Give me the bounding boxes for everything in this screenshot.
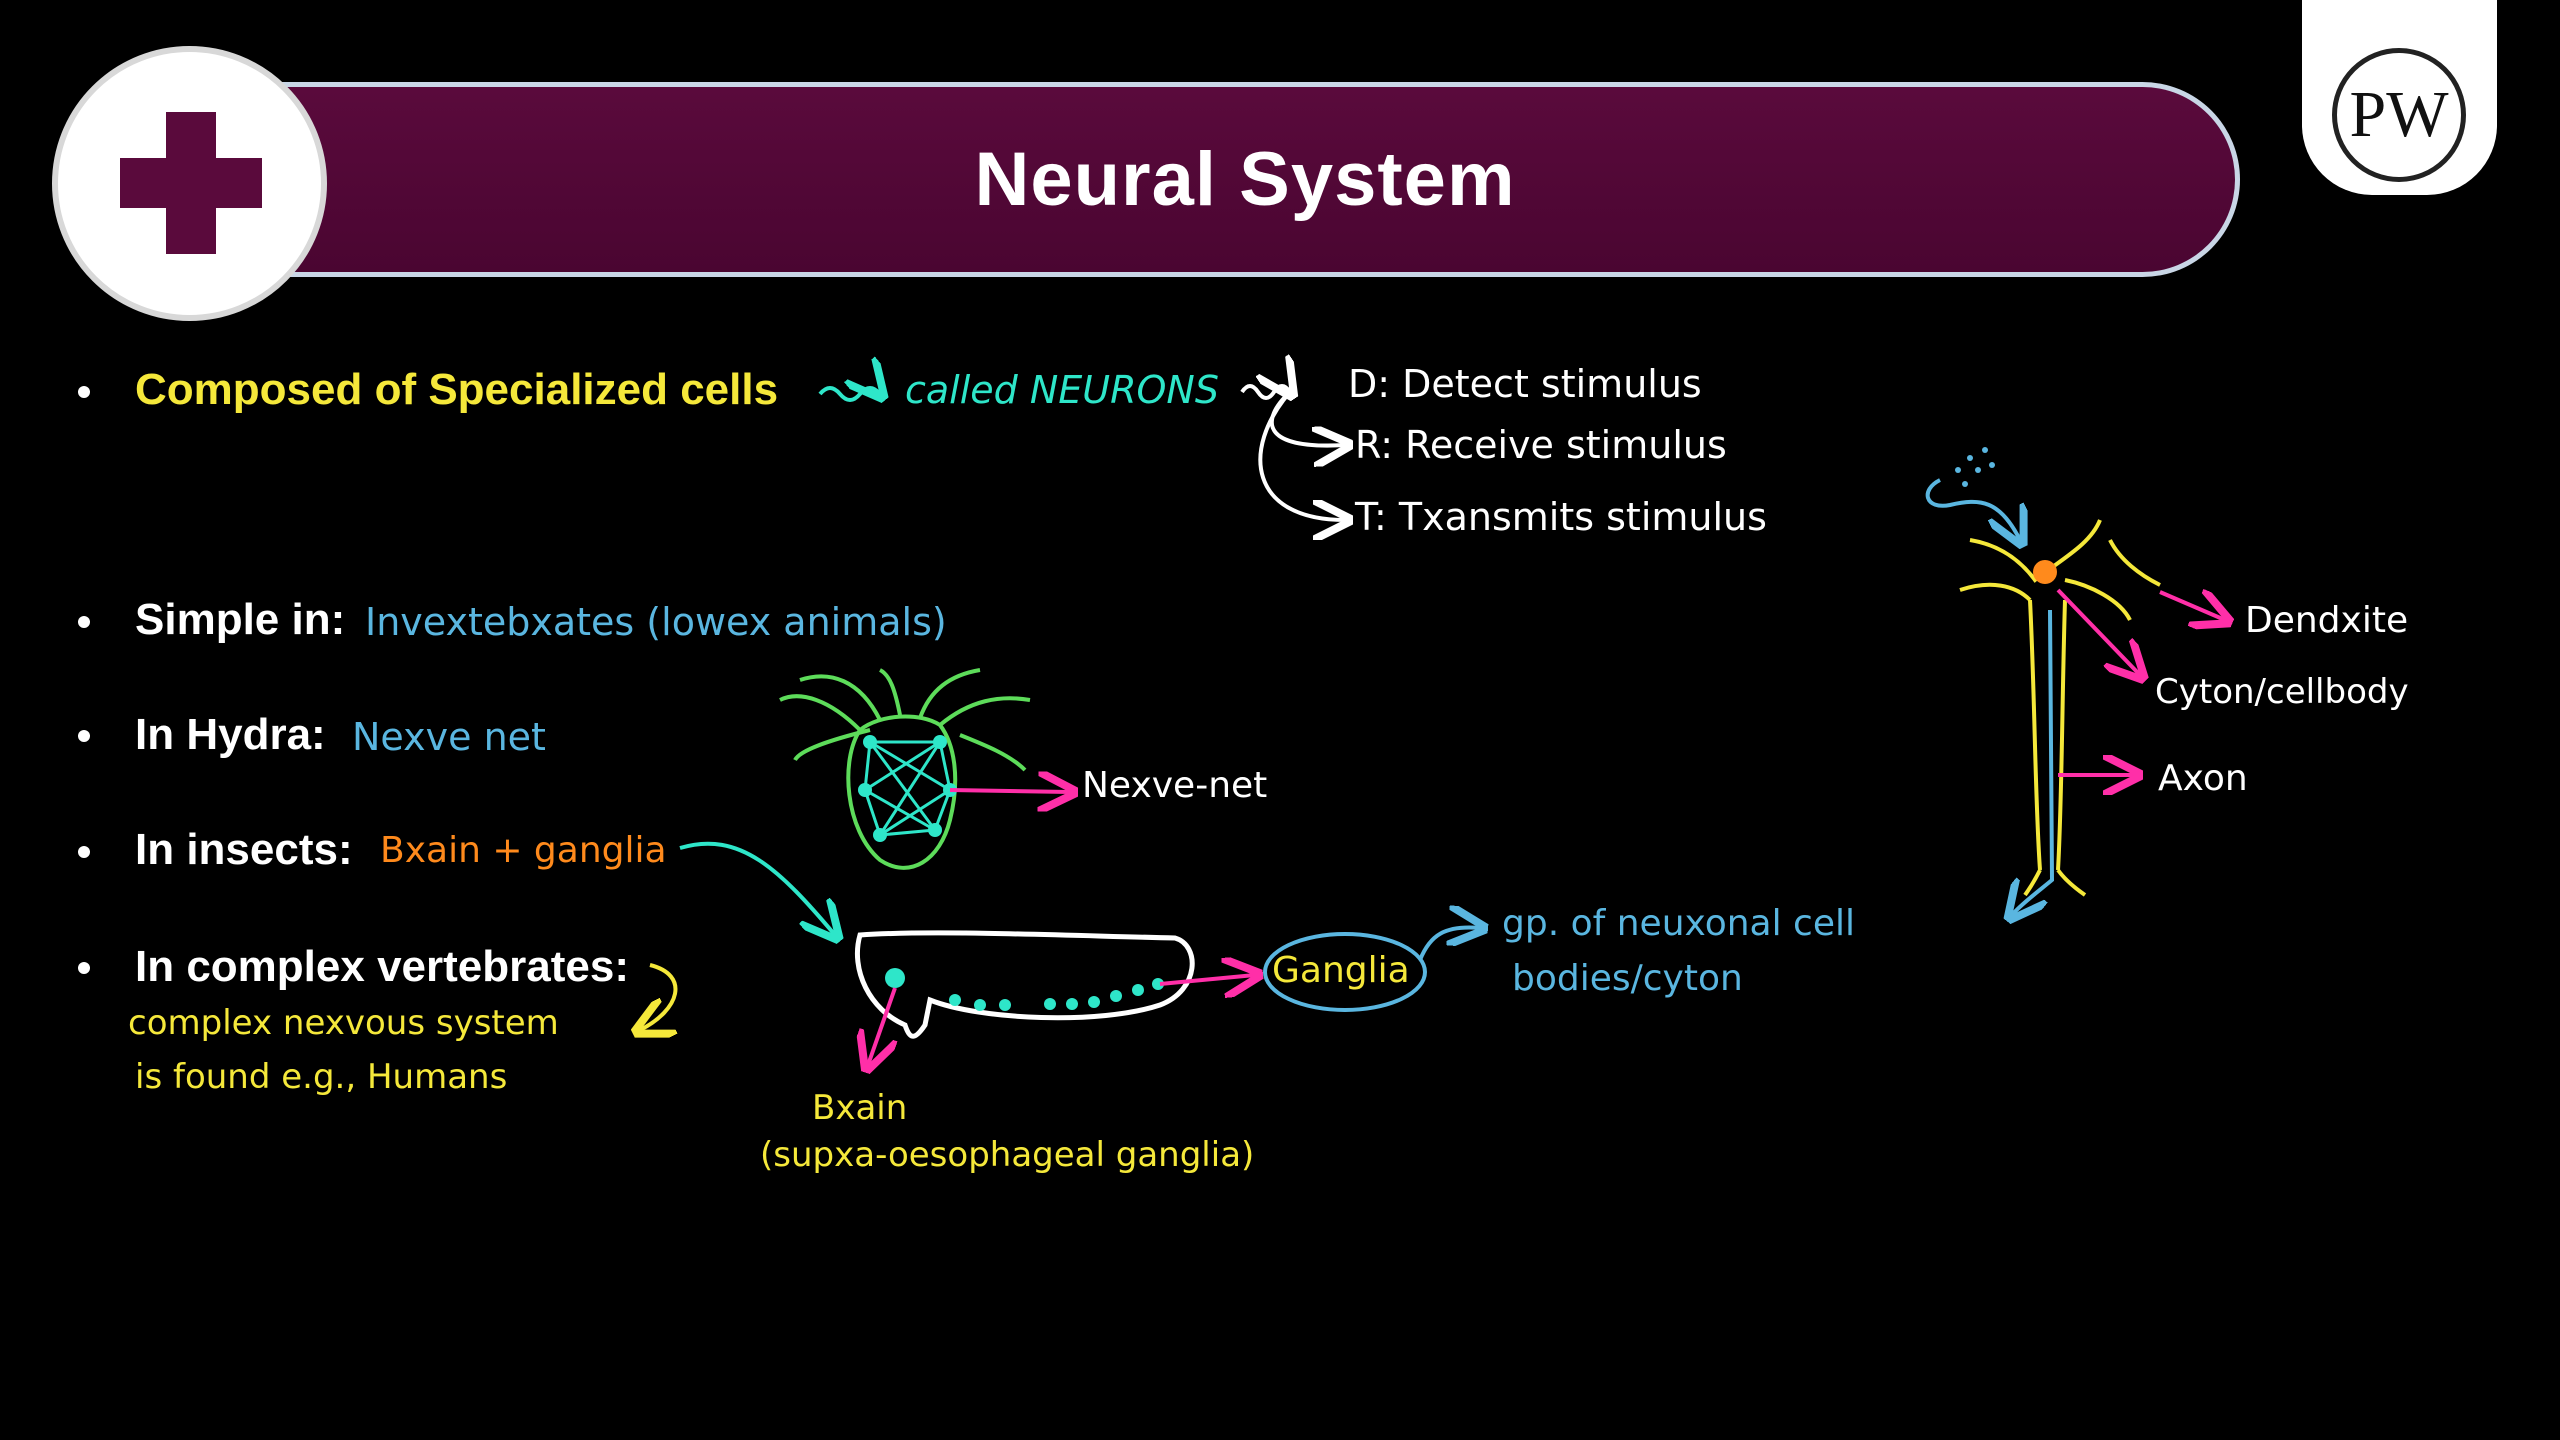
plus-icon-bar [120,158,262,208]
function-detect: D: Detect stimulus [1348,362,1702,406]
cyton-label: Cyton/cellbody [2155,672,2409,712]
brain-note: (supxa-oesophageal ganglia) [760,1135,1255,1175]
point-insects-note: Bxain + ganglia [380,830,667,871]
ganglia-label: Ganglia [1272,950,1410,991]
point-insects-label: In insects: [135,825,353,874]
bullet [78,386,90,398]
bullet [78,962,90,974]
insect-diagram [854,927,1480,1065]
brain-label: Bxain [812,1088,908,1128]
point-hydra-label: In Hydra: [135,710,326,759]
function-receive: R: Receive stimulus [1355,423,1727,467]
axon-label: Axon [2158,758,2248,799]
bullet [78,616,90,628]
ganglia-note-1: gp. of neuxonal cell [1502,903,1856,944]
brain-arrow [868,987,895,1065]
point-composed-note: called NEURONS [905,368,1219,412]
vertebrates-arrow [640,963,675,1030]
ganglia-ring [1263,932,1427,1012]
point-vertebrates-note-2: is found e.g., Humans [135,1057,508,1097]
ganglia-arrow [1159,975,1255,984]
function-transmit: T: Txansmits stimulus [1355,495,1767,539]
ganglia-note-arrow [1418,927,1480,961]
point-simple-note: Invextebxates (lowex animals) [365,600,947,644]
squiggle-arrow [1240,386,1290,398]
bullet [78,730,90,742]
point-vertebrates-label: In complex vertebrates: [135,942,629,991]
point-hydra-note: Nexve net [352,715,546,759]
neuron-diagram [1925,447,2225,915]
dendrite-label: Dendxite [2245,600,2409,641]
point-vertebrates-note-1: complex nexvous system [128,1003,559,1043]
hydra-nerve-net-label: Nexve-net [1082,765,1268,806]
title-banner [250,82,2240,277]
branch-arrow [1258,390,1345,520]
hydra-arrow [949,790,1070,792]
pw-logo-text: PW [2349,78,2449,151]
page-title: Neural System [974,137,1516,222]
insect-arrow [679,841,835,935]
pw-logo [2332,48,2466,182]
ganglia-note-2: bodies/cyton [1512,958,1743,999]
point-composed-label: Composed of Specialized cells [135,365,779,414]
squiggle-arrow [818,388,880,400]
hydra-drawing [779,668,1031,870]
point-simple-label: Simple in: [135,595,346,644]
bullet [78,846,90,858]
